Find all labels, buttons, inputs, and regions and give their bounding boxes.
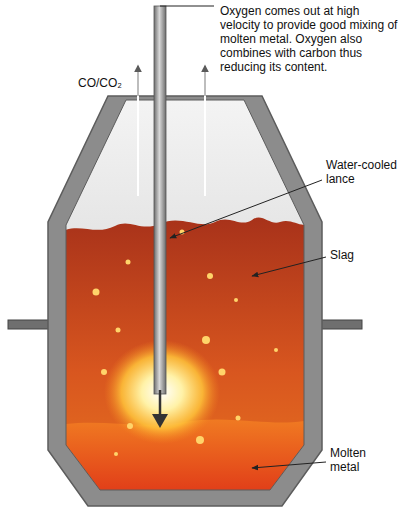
part-label: Slag	[330, 248, 390, 262]
part-label: Molten metal	[330, 446, 382, 474]
part-label: Water-cooled lance	[326, 158, 402, 186]
callout-note: Oxygen comes out at high velocity to pro…	[220, 4, 398, 74]
gas-label: CO/CO₂	[78, 76, 134, 90]
